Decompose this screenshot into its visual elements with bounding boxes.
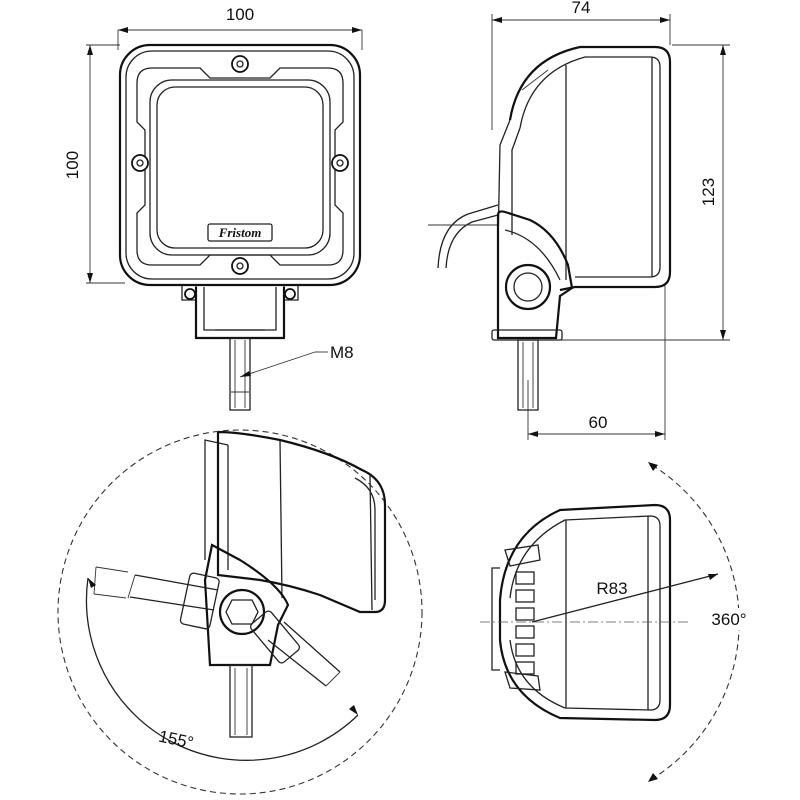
tilt-bracket [203, 543, 290, 667]
rotation-bracket [504, 544, 541, 691]
rotation-housing [498, 503, 672, 722]
pivot-joint [504, 263, 552, 311]
screw-icon [231, 257, 249, 275]
cable [437, 204, 499, 269]
side-housing [508, 45, 672, 292]
side-depth-dimension: 74 [491, 0, 671, 130]
tilt-pivot [218, 588, 266, 636]
tilt-angle-label: 155° [157, 727, 195, 753]
bracket-offset-dimension: 60 [527, 285, 666, 440]
tilt-view: 155° [57, 429, 423, 795]
brand-logo: Fristom [218, 225, 262, 240]
tilt-bolt [229, 664, 253, 738]
front-width-dimension: 100 [117, 5, 363, 50]
swing-circle [57, 429, 423, 795]
screw-icon [231, 55, 249, 73]
side-view: 74 123 60 [428, 0, 730, 440]
side-bracket [496, 210, 574, 340]
rotation-angle-label: 360° [711, 610, 746, 629]
lens-frame [149, 79, 331, 256]
thread-label: M8 [330, 343, 354, 362]
lens [156, 86, 324, 249]
tilt-housing [216, 430, 387, 614]
screw-icon [331, 154, 349, 172]
screw-icon [131, 154, 149, 172]
tilt-angle-dimension: 155° [85, 577, 359, 761]
thread-callout: M8 [239, 343, 354, 378]
front-width-label: 100 [226, 5, 254, 24]
side-bolt [517, 339, 539, 411]
side-height-dimension: 123 [560, 44, 730, 341]
rotation-view: R83 360° [480, 462, 752, 782]
housing-outline [118, 43, 362, 287]
side-depth-label: 74 [572, 0, 591, 17]
front-height-dimension: 100 [63, 44, 125, 284]
rotation-angle-dimension: 360° [648, 462, 752, 782]
side-height-label: 123 [699, 178, 718, 206]
brand-plate [207, 223, 273, 242]
radius-dimension: R83 [531, 573, 719, 623]
bezel-frame [136, 67, 344, 266]
front-height-label: 100 [63, 151, 82, 179]
front-view: 100 100 Fristom [63, 5, 363, 411]
radius-label: R83 [596, 579, 627, 598]
bracket-offset-label: 60 [589, 413, 608, 432]
